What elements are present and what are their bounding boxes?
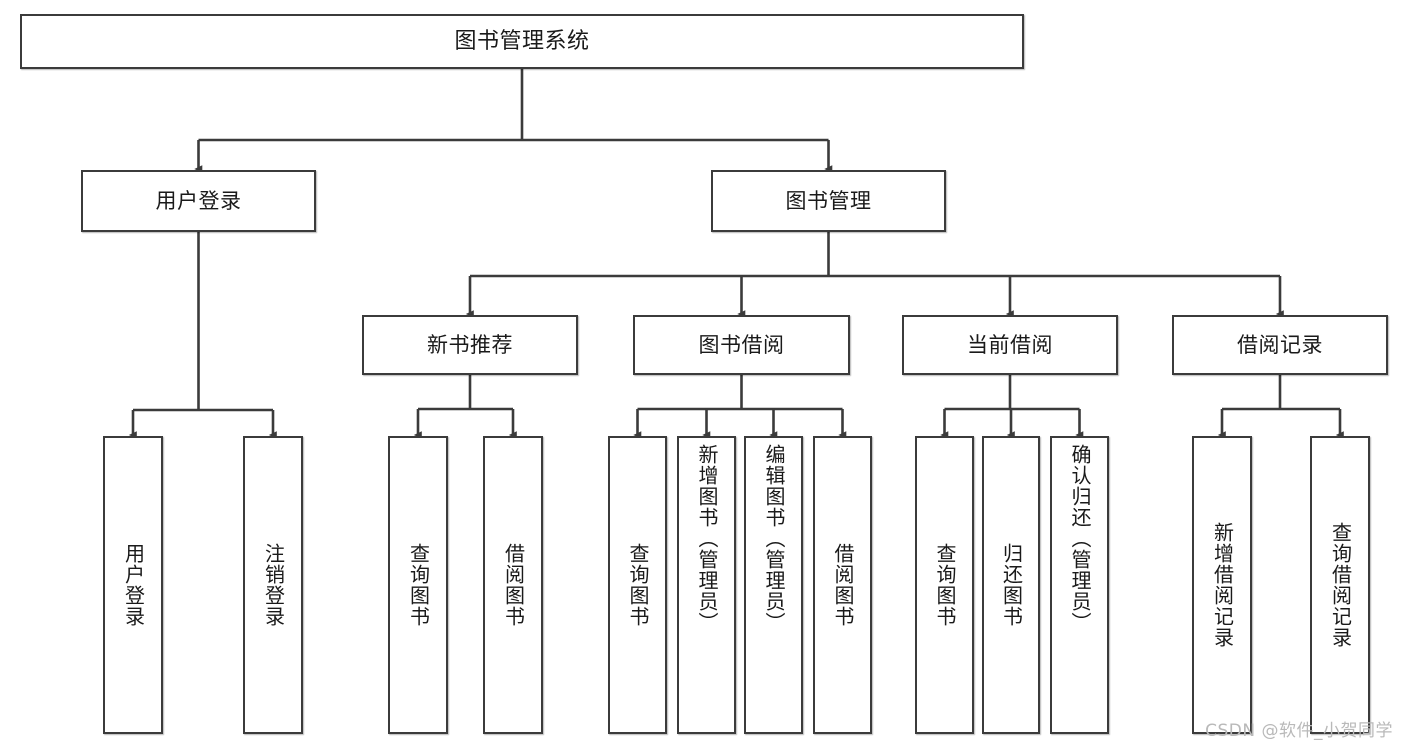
node-label: 新增图书（管理员） — [695, 444, 719, 633]
node-label: 新增借阅记录 — [1210, 522, 1235, 648]
node-leaf-rec-query[interactable]: 查询图书 — [388, 436, 448, 734]
node-label: 借阅记录 — [1237, 332, 1323, 357]
node-new-book-rec[interactable]: 新书推荐 — [362, 315, 578, 375]
connectors-group — [128, 69, 1344, 439]
node-leaf-borrow-query[interactable]: 查询图书 — [608, 436, 667, 734]
node-label: 图书管理系统 — [454, 28, 590, 54]
node-leaf-borrow-add[interactable]: 新增图书（管理员） — [677, 436, 736, 734]
node-label: 新书推荐 — [427, 332, 513, 357]
node-user-login[interactable]: 用户登录 — [81, 170, 316, 232]
node-label: 查询图书 — [626, 543, 650, 627]
node-borrow-record[interactable]: 借阅记录 — [1172, 315, 1388, 375]
node-leaf-user-logout[interactable]: 注销登录 — [243, 436, 303, 734]
node-label: 查询图书 — [406, 543, 431, 627]
node-leaf-cur-confirm[interactable]: 确认归还（管理员） — [1050, 436, 1109, 734]
node-leaf-user-login[interactable]: 用户登录 — [103, 436, 163, 734]
node-leaf-cur-return[interactable]: 归还图书 — [982, 436, 1040, 734]
node-leaf-borrow-do[interactable]: 借阅图书 — [813, 436, 872, 734]
node-current-borrow[interactable]: 当前借阅 — [902, 315, 1118, 375]
node-label: 注销登录 — [261, 543, 286, 627]
node-label: 用户登录 — [121, 543, 146, 627]
node-label: 编辑图书（管理员） — [762, 444, 786, 633]
node-label: 图书管理 — [785, 188, 872, 213]
node-book-borrow[interactable]: 图书借阅 — [633, 315, 850, 375]
node-leaf-rec-borrow[interactable]: 借阅图书 — [483, 436, 543, 734]
node-book-manage[interactable]: 图书管理 — [711, 170, 946, 232]
node-label: 图书借阅 — [698, 332, 785, 357]
node-label: 查询图书 — [933, 543, 957, 627]
node-leaf-rec-add[interactable]: 新增借阅记录 — [1192, 436, 1252, 734]
node-label: 确认归还（管理员） — [1068, 444, 1092, 633]
node-leaf-rec-search[interactable]: 查询借阅记录 — [1310, 436, 1370, 734]
node-leaf-cur-query[interactable]: 查询图书 — [915, 436, 974, 734]
node-label: 用户登录 — [155, 188, 242, 213]
node-root[interactable]: 图书管理系统 — [20, 14, 1024, 69]
node-label: 借阅图书 — [831, 543, 855, 627]
node-label: 借阅图书 — [501, 543, 526, 627]
node-label: 归还图书 — [999, 543, 1024, 627]
node-leaf-borrow-edit[interactable]: 编辑图书（管理员） — [744, 436, 803, 734]
node-label: 查询借阅记录 — [1328, 522, 1353, 648]
node-label: 当前借阅 — [967, 332, 1053, 357]
